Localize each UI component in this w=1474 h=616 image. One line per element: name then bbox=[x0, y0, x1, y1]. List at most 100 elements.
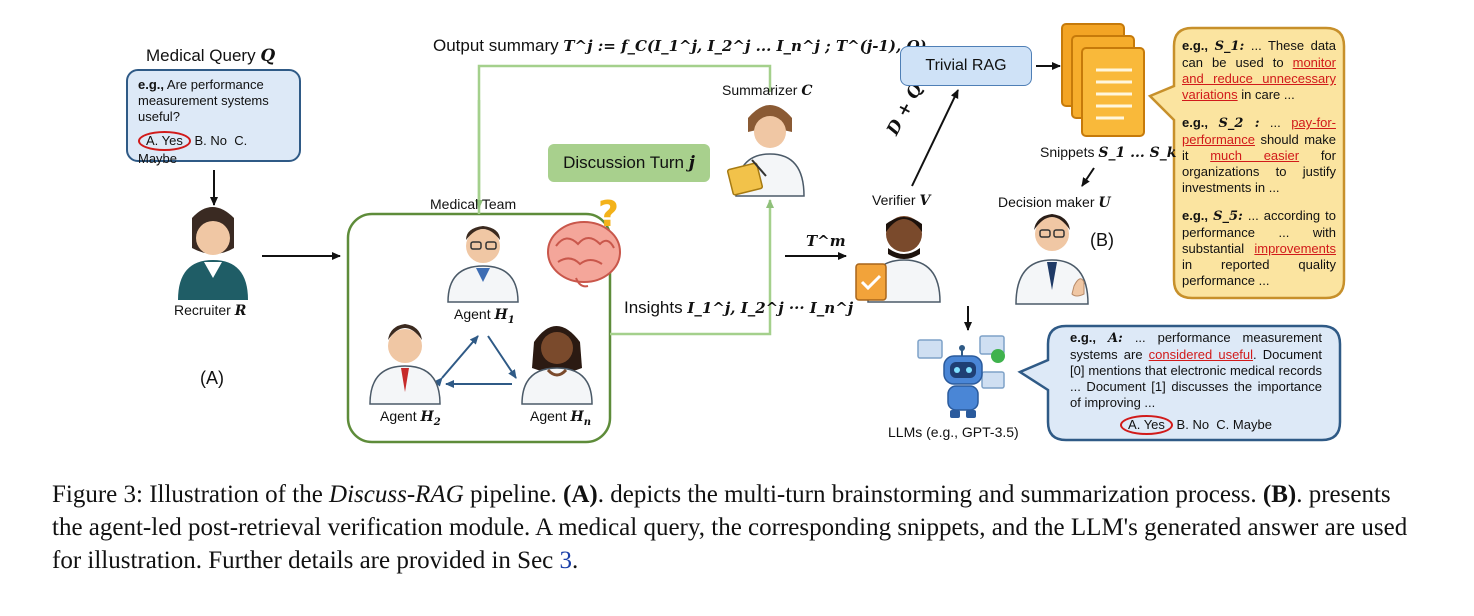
arrow-snippets-decision bbox=[1081, 167, 1095, 187]
answer-text: e.g., A: ... performance measurement sys… bbox=[1070, 330, 1322, 411]
decision-maker-text: Decision maker bbox=[998, 194, 1095, 210]
brain-icon: ? bbox=[547, 194, 621, 288]
output-summary-formula: T^j := f_C(I_1^j, I_2^j ... I_n^j ; T^(j… bbox=[563, 37, 927, 55]
answer-highlight: considered useful bbox=[1148, 347, 1254, 362]
snippet-s1-highlight: monitor and reduce unnecessary variation… bbox=[1182, 55, 1336, 102]
query-eg: e.g., bbox=[138, 77, 165, 92]
medical-team-title: Medical Team bbox=[430, 196, 517, 212]
llm-label: LLMs (e.g., GPT-3.5) bbox=[888, 424, 1019, 440]
insights-formula: I_1^j, I_2^j ··· I_n^j bbox=[687, 299, 854, 317]
discussion-turn-text: Discussion Turn bbox=[563, 153, 685, 172]
caption-section-ref[interactable]: 3 bbox=[559, 547, 573, 574]
recruiter-label-text: Recruiter bbox=[174, 302, 231, 318]
snippet-s2-symbol: S_2 : bbox=[1218, 116, 1260, 131]
agent-h2-symbol: H bbox=[420, 409, 434, 425]
answer-options: A. Yes B. No C. Maybe bbox=[1070, 415, 1322, 435]
edge-h1-hn bbox=[487, 335, 517, 379]
verifier-symbol: V bbox=[919, 193, 931, 209]
caption-panel-b: (B) bbox=[1262, 481, 1297, 508]
snippet-s2-mid: should make it bbox=[1182, 132, 1336, 163]
snippet-s5: e.g., S_5: ... according to performance … bbox=[1182, 208, 1336, 289]
diagram-connectors: ? bbox=[178, 23, 1346, 444]
verifier-avatar bbox=[855, 216, 941, 303]
query-options: A. Yes B. No C. Maybe bbox=[138, 131, 289, 167]
answer-pre: ... performance measurement systems are bbox=[1070, 330, 1322, 362]
snippet-s2-post: for organizations to justify investments… bbox=[1182, 148, 1336, 195]
snippets-stack-icon bbox=[1061, 23, 1145, 137]
caption-rest: . presents the agent-led post-retrieval … bbox=[52, 481, 1408, 574]
insights-prefix: Insights bbox=[624, 298, 683, 317]
agent-h1-symbol: H bbox=[494, 307, 508, 323]
summarizer-label: Summarizer C bbox=[722, 82, 813, 99]
agent-h2-sub: 2 bbox=[433, 416, 441, 428]
query-option-c: C. Maybe bbox=[138, 133, 248, 166]
query-option-b: B. No bbox=[194, 133, 228, 148]
snippet-s5-highlight: improvements bbox=[1254, 241, 1336, 256]
snippet-s2-highlight-2: much easier bbox=[1210, 148, 1300, 163]
discuss-rag-diagram: ? bbox=[126, 23, 1346, 444]
agent-hn-label: Agent Hn bbox=[530, 408, 591, 428]
discussion-turn-badge: Discussion Turn j bbox=[548, 144, 710, 182]
answer-callout: e.g., A: ... performance measurement sys… bbox=[1070, 330, 1322, 435]
snippet-s1-post: in care ... bbox=[1241, 87, 1295, 102]
answer-callout-shape bbox=[1017, 324, 1342, 442]
snippet-s1: e.g., S_1: ... These data can be used to… bbox=[1182, 38, 1336, 103]
snippet-s2-eg: e.g., bbox=[1182, 115, 1209, 130]
recruiter-avatar bbox=[178, 207, 248, 300]
caption-panel-a: (A) bbox=[563, 481, 598, 508]
snippet-s5-symbol: S_5: bbox=[1213, 209, 1243, 224]
snippet-s1-eg: e.g., bbox=[1182, 38, 1209, 53]
output-summary-label: Output summary T^j := f_C(I_1^j, I_2^j .… bbox=[433, 36, 927, 56]
decision-maker-symbol: U bbox=[1098, 195, 1111, 211]
answer-option-a: A. Yes bbox=[1120, 415, 1173, 435]
snippets-label-text: Snippets bbox=[1040, 144, 1095, 160]
answer-symbol: A: bbox=[1107, 331, 1123, 346]
snippets-label: Snippets S_1 ... S_k bbox=[1040, 144, 1176, 161]
snippet-s2-highlight-1: pay-for-performance bbox=[1182, 115, 1336, 147]
tm-label: T^m bbox=[806, 232, 846, 250]
agent-hn-symbol: H bbox=[570, 409, 584, 425]
svg-text:?: ? bbox=[598, 194, 619, 235]
snippet-s5-eg: e.g., bbox=[1182, 208, 1209, 223]
agent-h2-avatar bbox=[369, 324, 441, 405]
insights-label: Insights I_1^j, I_2^j ··· I_n^j bbox=[624, 298, 853, 318]
discussion-turn-symbol: j bbox=[688, 153, 695, 173]
agent-hn-text: Agent bbox=[530, 408, 567, 424]
agent-h2-text: Agent bbox=[380, 408, 417, 424]
verifier-label-text: Verifier bbox=[872, 192, 916, 208]
llm-robot-icon bbox=[917, 335, 1005, 418]
verifier-label: Verifier V bbox=[872, 192, 930, 209]
edge-h2-h1 bbox=[433, 335, 479, 387]
snippet-s2-pre: ... bbox=[1269, 115, 1281, 130]
output-summary-prefix: Output summary bbox=[433, 36, 559, 55]
answer-option-c: C. Maybe bbox=[1216, 417, 1272, 432]
caption-end: . bbox=[572, 547, 579, 574]
panel-b-label: (B) bbox=[1090, 230, 1114, 250]
summarizer-label-text: Summarizer bbox=[722, 82, 798, 98]
query-question: e.g., Are performance measurement system… bbox=[138, 77, 289, 125]
medical-query-box: e.g., Are performance measurement system… bbox=[126, 69, 301, 166]
snippet-s1-pre: ... These data can be used to bbox=[1182, 38, 1336, 70]
insights-arrow-up bbox=[610, 199, 774, 336]
caption-mid2: . depicts the multi-turn brainstorming a… bbox=[597, 481, 1257, 508]
trivial-rag-box: Trivial RAG bbox=[900, 46, 1032, 86]
snippet-s5-pre: ... according to performance ... with su… bbox=[1182, 208, 1336, 256]
figure-caption: Figure 3: Illustration of the Discuss-RA… bbox=[52, 478, 1422, 577]
answer-eg: e.g., bbox=[1070, 330, 1097, 345]
agent-hn-avatar bbox=[521, 326, 593, 405]
decision-maker-avatar bbox=[1015, 214, 1089, 305]
agent-h2-label: Agent H2 bbox=[380, 408, 441, 428]
summarizer-symbol: C bbox=[801, 83, 813, 99]
answer-post: . Document [0] mentions that electronic … bbox=[1070, 347, 1322, 410]
caption-method-name: Discuss-RAG bbox=[329, 481, 464, 508]
summarizer-avatar bbox=[726, 105, 805, 197]
recruiter-label: Recruiter R bbox=[174, 302, 246, 319]
caption-mid1: pipeline. bbox=[470, 481, 557, 508]
caption-fig: Figure 3: Illustration of the bbox=[52, 481, 323, 508]
snippet-s2: e.g., S_2 : ... pay-for-performance shou… bbox=[1182, 115, 1336, 196]
agent-h1-avatar bbox=[447, 226, 519, 303]
query-title: Medical Query Q bbox=[146, 46, 275, 66]
query-option-a: A. Yes bbox=[138, 131, 191, 151]
agent-hn-sub: n bbox=[583, 416, 591, 428]
arrow-verifier-rag bbox=[911, 89, 959, 187]
